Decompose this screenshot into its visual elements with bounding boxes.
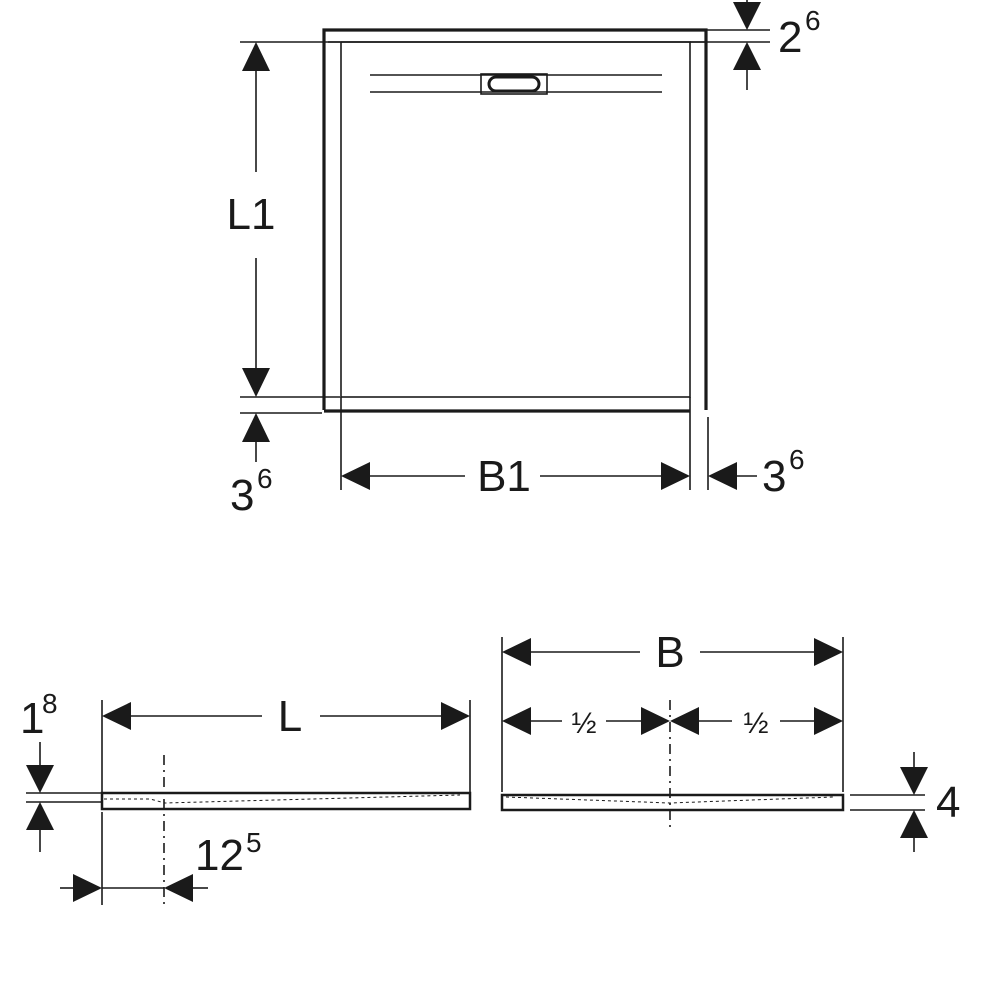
tray-outer-outline (322, 28, 708, 410)
label-right-margin-sup: 6 (789, 444, 805, 475)
drain-channel (370, 73, 662, 95)
dimension-l: L (101, 692, 471, 792)
front-profile (500, 793, 845, 812)
dimension-drain-offset: 12 5 (60, 812, 262, 905)
label-edge-height-sup: 8 (42, 688, 58, 719)
front-view: B ½ ½ 4 (500, 628, 960, 852)
label-right-margin-base: 3 (762, 452, 786, 501)
dimension-front-height: 4 (900, 752, 960, 852)
side-profile (100, 791, 472, 811)
label-drain-offset-base: 12 (195, 831, 244, 880)
dimension-halves: ½ ½ (502, 707, 843, 740)
label-l1: L1 (227, 190, 276, 239)
label-b1: B1 (477, 452, 531, 501)
dimension-bottom-margin: 3 6 (230, 412, 322, 520)
label-half-left: ½ (571, 707, 596, 740)
dimension-l1: L1 (227, 41, 340, 398)
label-front-height: 4 (936, 778, 960, 827)
dimension-edge-height: 1 8 (20, 688, 58, 852)
label-half-right: ½ (743, 707, 768, 740)
label-bottom-margin-base: 3 (230, 471, 254, 520)
dimension-b: B (501, 628, 844, 792)
side-slope-line (104, 794, 461, 804)
drain-grate (487, 75, 541, 93)
label-edge-height-base: 1 (20, 694, 44, 743)
dimension-top-margin: 2 6 (690, 0, 821, 90)
tray-inner-surface (340, 41, 691, 398)
dimension-right-margin: 3 6 (707, 417, 805, 501)
label-b: B (655, 628, 684, 677)
dimension-b1: B1 (340, 397, 691, 501)
label-top-margin-base: 2 (778, 13, 802, 62)
label-top-margin-sup: 6 (805, 5, 821, 36)
drain-cover (480, 73, 548, 95)
label-l: L (278, 692, 302, 741)
side-view: L 1 8 12 5 (20, 688, 472, 905)
label-bottom-margin-sup: 6 (257, 463, 273, 494)
label-drain-offset-sup: 5 (246, 827, 262, 858)
top-view: L1 2 6 3 6 B1 (227, 0, 821, 520)
